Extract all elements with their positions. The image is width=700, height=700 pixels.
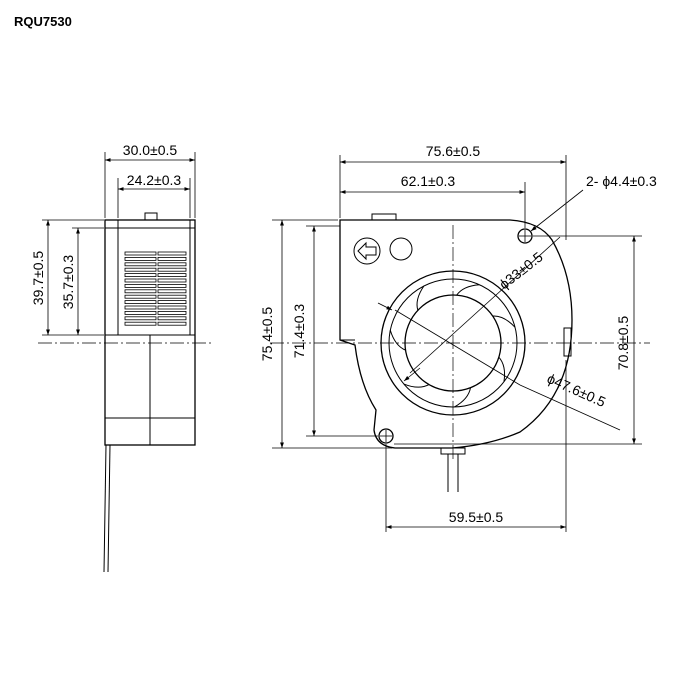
vent-slot — [124, 256, 157, 261]
vent-slot — [157, 251, 187, 256]
hub-diameter-leader — [409, 236, 561, 374]
impeller-blade — [492, 315, 516, 328]
vent-slot — [124, 305, 157, 310]
bottom-width-label: 59.5±0.5 — [449, 509, 504, 525]
side-view: 30.0±0.5 24.2±0.3 39.7±0.5 35.7±0.3 — [30, 142, 212, 573]
front-view: ϕ33±0.5 ϕ47.6±0.5 75.6±0.5 62.1±0.3 2- ϕ… — [259, 143, 657, 532]
mount-hole-bottom-left — [378, 428, 394, 444]
impeller-diameter-label: ϕ47.6±0.5 — [545, 370, 609, 410]
rotation-arrow-circle — [353, 237, 381, 265]
impeller-diameter-leader — [394, 309, 521, 386]
leader-line — [519, 384, 621, 431]
vent-slot — [124, 283, 157, 288]
side-wire-2 — [107, 444, 111, 573]
impeller-blade — [416, 285, 425, 311]
vent-slot — [157, 278, 187, 283]
vent-slot — [157, 300, 187, 305]
side-height-inner-label: 35.7±0.3 — [60, 255, 76, 310]
model-title: RQU7530 — [14, 14, 72, 29]
vent-slot — [124, 316, 157, 321]
vent-slot — [124, 251, 157, 256]
side-height-total-label: 39.7±0.5 — [30, 251, 46, 306]
front-height-total-label: 75.4±0.5 — [259, 307, 275, 362]
vent-slot — [157, 316, 187, 321]
housing-outline — [339, 219, 573, 449]
vent-slot — [124, 262, 157, 267]
direction-arrow-icon — [357, 241, 377, 261]
vent-slot — [157, 256, 187, 261]
vent-slot — [124, 289, 157, 294]
side-vent-grille — [124, 251, 187, 326]
hub-circle — [404, 294, 502, 392]
vent-slot — [157, 321, 187, 326]
front-height-inner-label: 71.4±0.3 — [291, 304, 307, 359]
vent-slot — [157, 262, 187, 267]
mount-hole-top-right — [517, 228, 533, 244]
vent-slot — [124, 294, 157, 299]
vent-slot — [157, 273, 187, 278]
vent-slot — [124, 321, 157, 326]
impeller-blade — [454, 387, 471, 408]
vent-slot — [157, 267, 187, 272]
front-width-holes-label: 62.1±0.3 — [401, 173, 456, 189]
hole-diameter-label: 2- ϕ4.4±0.3 — [586, 173, 657, 189]
vent-slot — [157, 305, 187, 310]
side-wire-1 — [103, 444, 107, 573]
side-top-tab — [144, 212, 158, 221]
vent-slot — [157, 294, 187, 299]
vent-slot — [124, 267, 157, 272]
impeller-blade — [403, 383, 430, 388]
vent-slot — [124, 273, 157, 278]
label-dot — [389, 237, 413, 261]
impeller-blade — [456, 284, 480, 296]
front-width-total-label: 75.6±0.5 — [426, 143, 481, 159]
leader-arrow — [377, 302, 393, 311]
impeller-inner-ring — [388, 278, 518, 408]
vent-slot — [124, 300, 157, 305]
side-width-inner-label: 24.2±0.3 — [127, 172, 182, 188]
cable-grommet — [440, 447, 466, 455]
impeller-outer-ring — [380, 270, 526, 416]
front-top-tab — [371, 213, 397, 221]
side-connector — [563, 327, 572, 357]
vent-slot — [124, 310, 157, 315]
front-height-holes-label: 70.8±0.5 — [615, 316, 631, 371]
vent-slot — [157, 310, 187, 315]
side-width-total-label: 30.0±0.5 — [123, 142, 178, 158]
impeller-blade — [498, 356, 506, 382]
hole-leader — [530, 189, 584, 232]
impeller-spokes — [389, 284, 516, 408]
vent-slot — [157, 283, 187, 288]
leader-arrow — [403, 367, 421, 382]
hub-diameter-label: ϕ33±0.5 — [496, 248, 546, 292]
impeller-blade — [389, 330, 406, 351]
vent-slot — [124, 278, 157, 283]
vent-slot — [157, 289, 187, 294]
